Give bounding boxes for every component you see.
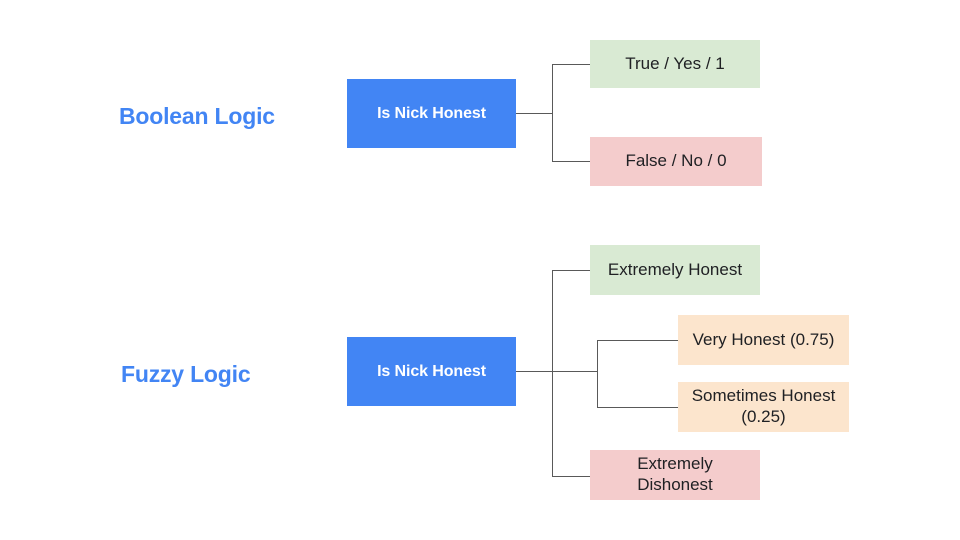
connector-fuzzy-middle-branch-upper [597, 340, 679, 341]
section-label-fuzzy-logic: Fuzzy Logic [121, 361, 251, 387]
connector-fuzzy-stem [516, 371, 553, 372]
connector-boolean-branch-true [552, 64, 591, 65]
fuzzy-leaf-sometimes-honest: Sometimes Honest (0.25) [678, 382, 849, 432]
connector-fuzzy-middle-branch-lower [597, 407, 679, 408]
fuzzy-root-node: Is Nick Honest [347, 337, 516, 406]
fuzzy-leaf-very-honest: Very Honest (0.75) [678, 315, 849, 365]
connector-boolean-branch-false [552, 161, 591, 162]
connector-boolean-stem [516, 113, 553, 114]
boolean-leaf-false: False / No / 0 [590, 137, 762, 186]
connector-fuzzy-branch-top [552, 270, 591, 271]
connector-boolean-trunk [552, 64, 553, 162]
connector-fuzzy-branch-bottom [552, 476, 591, 477]
boolean-root-node: Is Nick Honest [347, 79, 516, 148]
fuzzy-leaf-extremely-dishonest: Extremely Dishonest [590, 450, 760, 500]
fuzzy-leaf-extremely-honest: Extremely Honest [590, 245, 760, 295]
connector-fuzzy-middle-stem [552, 371, 598, 372]
connector-fuzzy-trunk [552, 270, 553, 477]
connector-fuzzy-middle-trunk [597, 340, 598, 408]
boolean-leaf-true: True / Yes / 1 [590, 40, 760, 88]
section-label-boolean-logic: Boolean Logic [119, 103, 275, 129]
